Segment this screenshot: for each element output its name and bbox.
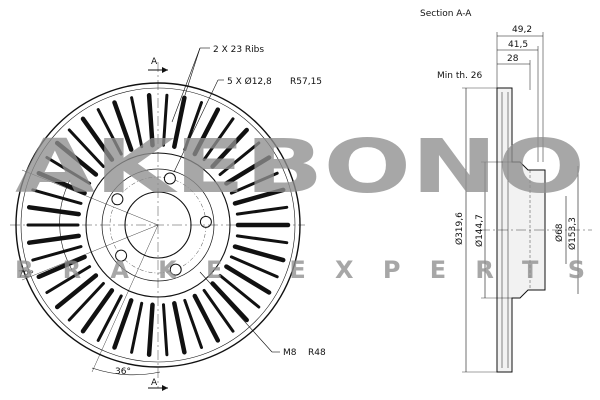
rib: [172, 95, 187, 149]
rib: [31, 245, 83, 262]
rib: [210, 127, 249, 169]
rib: [192, 107, 221, 157]
rib: [45, 265, 92, 294]
rib: [146, 93, 155, 148]
section-view: Section A-A 49,2 41,5 28 Min th. 26 Ø319…: [420, 9, 592, 373]
rib: [112, 298, 134, 350]
rib: [224, 264, 272, 295]
rib: [235, 205, 289, 216]
rib: [183, 101, 203, 152]
rib: [54, 140, 99, 177]
holes-leader: [173, 79, 219, 173]
rib: [112, 100, 134, 152]
ribs-leader-1: [184, 47, 201, 96]
section-arrow-bottom: [162, 385, 168, 391]
ribs-leader-2: [171, 47, 201, 123]
dim-hat-height: 41,5: [508, 40, 528, 50]
rib: [183, 298, 203, 349]
section-arrow-top: [162, 67, 168, 73]
angle-72-ray-1: [21, 169, 159, 226]
angle-left-label: 72°: [18, 270, 34, 280]
rib: [26, 205, 81, 217]
rib: [202, 288, 235, 333]
rib: [218, 274, 261, 309]
dim-hat-diameter: Ø144,7: [474, 214, 485, 247]
rib: [67, 282, 105, 322]
rib: [232, 244, 286, 263]
ventilation-ribs: [26, 93, 291, 357]
bolt-hole: [169, 263, 182, 276]
rib: [202, 117, 235, 162]
bolt-hole: [111, 193, 124, 206]
rib: [192, 293, 221, 343]
dim-center-bore: Ø68: [554, 223, 565, 242]
min-thickness: Min th. 26: [437, 71, 483, 81]
rib: [54, 273, 99, 310]
rib: [31, 188, 83, 205]
rib: [80, 116, 115, 162]
angle-bottom-label: 36°: [115, 367, 131, 377]
watermark: AKEBONO BRAKE EXPERTS: [15, 124, 585, 284]
section-marker-top: A: [151, 57, 158, 67]
watermark-logo: AKEBONO: [15, 124, 585, 210]
angle-36-arc: [91, 367, 161, 376]
rib: [232, 187, 286, 206]
rib: [36, 170, 87, 196]
rib: [45, 156, 92, 185]
angle-36-ray: [91, 224, 159, 373]
rib: [26, 233, 81, 245]
bolt-hole: [115, 249, 128, 262]
angle-72-arc: [59, 179, 73, 271]
rib: [96, 108, 123, 156]
rib: [67, 128, 105, 168]
rib: [80, 288, 115, 334]
section-marker-bottom: A: [151, 378, 158, 388]
ribs-label: 2 X 23 Ribs: [213, 45, 264, 55]
rib: [130, 301, 144, 354]
rib: [162, 93, 169, 147]
dim-outer-diameter: Ø319,6: [454, 212, 465, 245]
pcd-label: R57,15: [290, 77, 322, 87]
bolt-holes: [111, 172, 212, 276]
dim-disc-thickness: 28: [507, 54, 519, 64]
thread-radius-label: R48: [308, 348, 326, 358]
front-view: A A 2 X 23 Ribs 5 X Ø12,8 R57,15 M8 R48 …: [10, 45, 326, 391]
rib: [162, 303, 169, 357]
rib: [130, 96, 144, 149]
watermark-tagline: BRAKE EXPERTS: [15, 256, 585, 284]
angle-72-ray-2: [21, 224, 159, 281]
dim-inner-diameter: Ø153,3: [567, 217, 578, 250]
section-title: Section A-A: [420, 9, 472, 19]
holes-label: 5 X Ø12,8: [227, 76, 272, 87]
rib: [224, 155, 272, 186]
bolt-hole: [163, 172, 176, 185]
rib: [229, 171, 279, 195]
thread-leader: [199, 271, 273, 353]
rib: [210, 281, 249, 323]
dim-total-width: 49,2: [512, 25, 532, 35]
rib: [229, 255, 279, 279]
rib: [218, 141, 261, 176]
rib: [96, 294, 123, 342]
bolt-hole: [199, 215, 212, 228]
rib: [36, 254, 87, 280]
rib: [146, 302, 155, 357]
rib: [172, 301, 187, 355]
rib: [235, 234, 289, 245]
thread-label: M8: [283, 348, 297, 358]
